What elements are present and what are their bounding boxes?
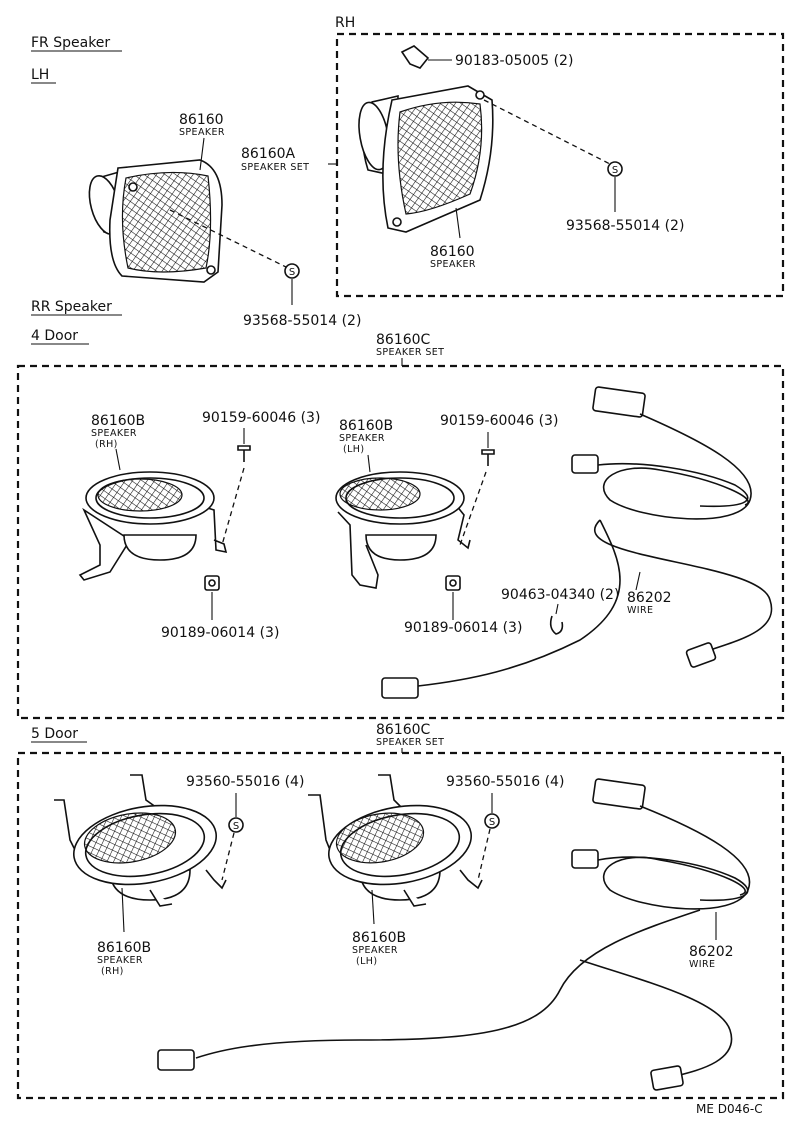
fr-rh-screw-mark: S	[607, 161, 623, 212]
svg-text:S: S	[612, 165, 618, 176]
rr4-set-no: 86160C	[376, 332, 431, 348]
rr4-rh-screw-no: 90159-60046 (3)	[202, 410, 320, 426]
fr-set-cap: SPEAKER SET	[241, 162, 309, 173]
rr4-lh-no: 86160B	[339, 418, 393, 434]
svg-text:S: S	[233, 821, 239, 832]
rr4-lh-nut	[445, 575, 461, 620]
rr5-rh-speaker	[54, 774, 227, 907]
rr4-rh-speaker	[78, 471, 228, 581]
rr5-lh-cap: SPEAKER	[352, 945, 398, 956]
fr-lh-speaker-no: 86160	[179, 112, 224, 128]
rr4-rh-side: (RH)	[95, 439, 118, 450]
rr5-set-cap: SPEAKER SET	[376, 737, 444, 748]
rr5-lh-screw-mark: S	[484, 793, 500, 829]
fr-lh-speaker-cap: SPEAKER	[179, 127, 225, 138]
rr5-rh-no: 86160B	[97, 940, 151, 956]
heading-rh: RH	[335, 15, 355, 31]
svg-text:S: S	[289, 267, 295, 278]
fr-rh-speaker-no: 86160	[430, 244, 475, 260]
heading-rr-speaker: RR Speaker	[31, 299, 112, 315]
section-headings: FR Speaker LH RH RR Speaker 4 Door 5 Doo…	[31, 15, 355, 743]
rr5-wire-harness	[157, 778, 751, 1091]
rr4-lh-screw-no: 90159-60046 (3)	[440, 413, 558, 429]
rr5-set-no: 86160C	[376, 722, 431, 738]
fr-set-no: 86160A	[241, 146, 296, 162]
rr4-rh-screw	[237, 428, 251, 462]
rr4-lh-cap: SPEAKER	[339, 433, 385, 444]
rr5-rh-side: (RH)	[101, 966, 124, 977]
heading-lh: LH	[31, 67, 49, 83]
rr5-lh-side: (LH)	[356, 956, 377, 967]
fr-rh-clip-no: 90183-05005 (2)	[455, 53, 573, 69]
fr-rh-clip	[400, 45, 452, 69]
rr4-wire-harness	[381, 386, 773, 699]
rr5-box	[16, 751, 785, 1100]
rr4-lh-nut-no: 90189-06014 (3)	[404, 620, 522, 636]
fr-rh-screw-no: 93568-55014 (2)	[566, 218, 684, 234]
fr-lh-speaker	[88, 159, 223, 283]
rr5-wire-no: 86202	[689, 944, 734, 960]
rr5-rh-screw-no: 93560-55016 (4)	[186, 774, 304, 790]
rr5-lh-speaker	[308, 774, 483, 907]
rr4-set-cap: SPEAKER SET	[376, 347, 444, 358]
rr4-lh-side: (LH)	[343, 444, 364, 455]
rr4-rh-nut	[204, 575, 220, 620]
rr4-rh-no: 86160B	[91, 413, 145, 429]
rr4-wire-no: 86202	[627, 590, 672, 606]
reference-code: ME D046-C	[696, 1102, 763, 1116]
rr5-rh-screw-mark: S	[228, 793, 244, 833]
rr4-wire-cap: WIRE	[627, 605, 653, 616]
rr5-rh-cap: SPEAKER	[97, 955, 143, 966]
rr5-lh-no: 86160B	[352, 930, 406, 946]
rr4-box	[16, 364, 785, 720]
rr5-lh-screw-no: 93560-55016 (4)	[446, 774, 564, 790]
rr4-rh-cap: SPEAKER	[91, 428, 137, 439]
heading-5-door: 5 Door	[31, 726, 78, 742]
svg-text:S: S	[489, 817, 495, 828]
rr4-lh-speaker	[335, 471, 471, 589]
fr-rh-speaker	[358, 85, 494, 233]
rr5-wire-cap: WIRE	[689, 959, 715, 970]
heading-fr-speaker: FR Speaker	[31, 35, 110, 51]
rr4-clamp	[549, 603, 564, 635]
fr-rh-box	[335, 32, 785, 298]
heading-4-door: 4 Door	[31, 328, 78, 344]
rr4-lh-screw	[481, 432, 495, 466]
rr4-clamp-no: 90463-04340 (2)	[501, 587, 619, 603]
rr4-rh-nut-no: 90189-06014 (3)	[161, 625, 279, 641]
fr-rh-speaker-cap: SPEAKER	[430, 259, 476, 270]
fr-lh-screw-mark: S	[284, 263, 300, 305]
fr-lh-screw-no: 93568-55014 (2)	[243, 313, 361, 329]
